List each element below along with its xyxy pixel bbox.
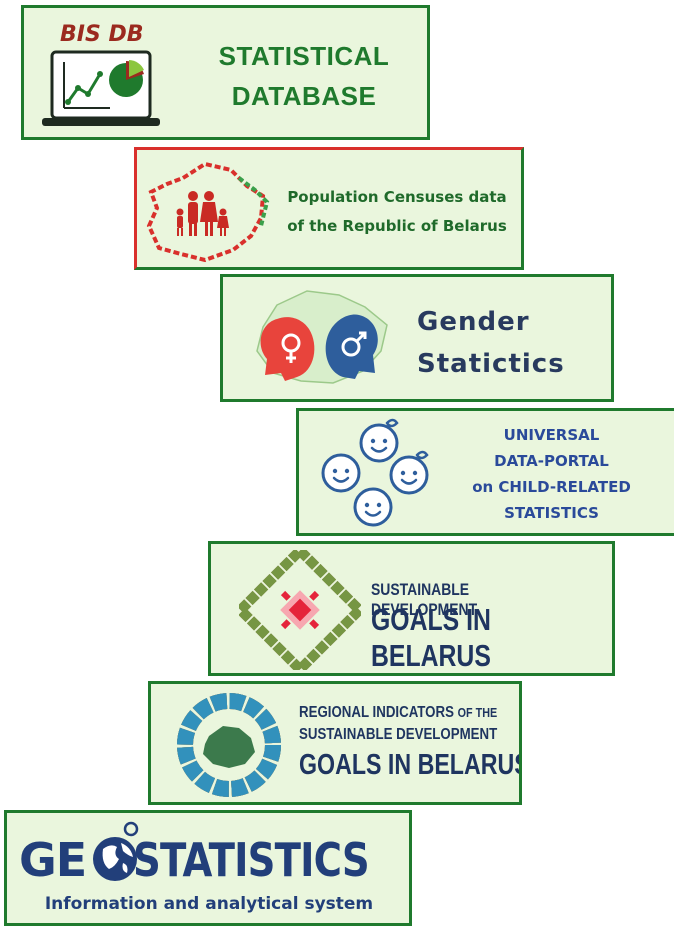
sdg-title-line2: GOALS IN BELARUS [371, 602, 491, 673]
regional-indicators-banner[interactable]: REGIONAL INDICATORS OF THE SUSTAINABLE D… [148, 681, 522, 805]
title-line: Gender [417, 307, 530, 337]
sdg-wheel-icon [177, 693, 281, 797]
regional-title-line1: REGIONAL INDICATORS OF THE [299, 703, 497, 723]
statistical-database-title: STATISTICAL DATABASE [194, 36, 414, 116]
title-line: UNIVERSAL [503, 426, 600, 444]
child-statistics-banner[interactable]: UNIVERSAL DATA-PORTAL on CHILD-RELATED S… [296, 408, 674, 536]
title-line: DATABASE [231, 81, 377, 111]
gender-statistics-banner[interactable]: Gender Statictics [220, 274, 614, 402]
title-line: STATISTICAL [218, 41, 390, 71]
title-line: STATISTICS [504, 504, 599, 522]
sdg-belarus-banner[interactable]: SUSTAINABLE DEVELOPMENT GOALS IN BELARUS [208, 541, 615, 676]
statistical-database-banner[interactable]: BIS DB STATISTICAL DATABASE [21, 5, 430, 140]
gender-heads-icon [256, 290, 388, 384]
title-part: REGIONAL INDICATORS [299, 704, 454, 721]
title-line: DATA-PORTAL [494, 452, 609, 470]
geo-subtitle: Information and analytical system [44, 894, 374, 914]
laptop-chart-icon [42, 50, 160, 126]
title-line: Population Censuses data [287, 188, 507, 206]
sdg-ornament-icon [239, 550, 361, 670]
geostatistics-banner[interactable]: GE STATISTICS Information and analytical… [4, 810, 412, 926]
children-faces-icon [321, 418, 429, 527]
regional-title-line2: SUSTAINABLE DEVELOPMENT [299, 726, 498, 743]
title-line: Statictics [417, 349, 565, 379]
title-line: of the Republic of Belarus [287, 217, 507, 235]
regional-title-line3: GOALS IN BELARUS [299, 749, 522, 781]
title-line: on CHILD-RELATED [472, 478, 631, 496]
child-portal-title: UNIVERSAL DATA-PORTAL on CHILD-RELATED S… [449, 422, 654, 526]
geo-title-left: GE [19, 833, 87, 887]
sdg-title-line1: SUSTAINABLE DEVELOPMENT [371, 580, 478, 619]
geo-title-right: STATISTICS [133, 833, 370, 887]
population-censuses-banner[interactable]: Population Censuses data of the Republic… [134, 147, 524, 270]
title-part: OF THE [457, 705, 498, 720]
belarus-map-family-icon [146, 161, 270, 263]
globe-icon [93, 821, 139, 881]
bis-db-brand: BIS DB [60, 22, 144, 47]
gender-title: Gender Statictics [417, 301, 565, 385]
census-title: Population Censuses data of the Republic… [277, 183, 517, 241]
